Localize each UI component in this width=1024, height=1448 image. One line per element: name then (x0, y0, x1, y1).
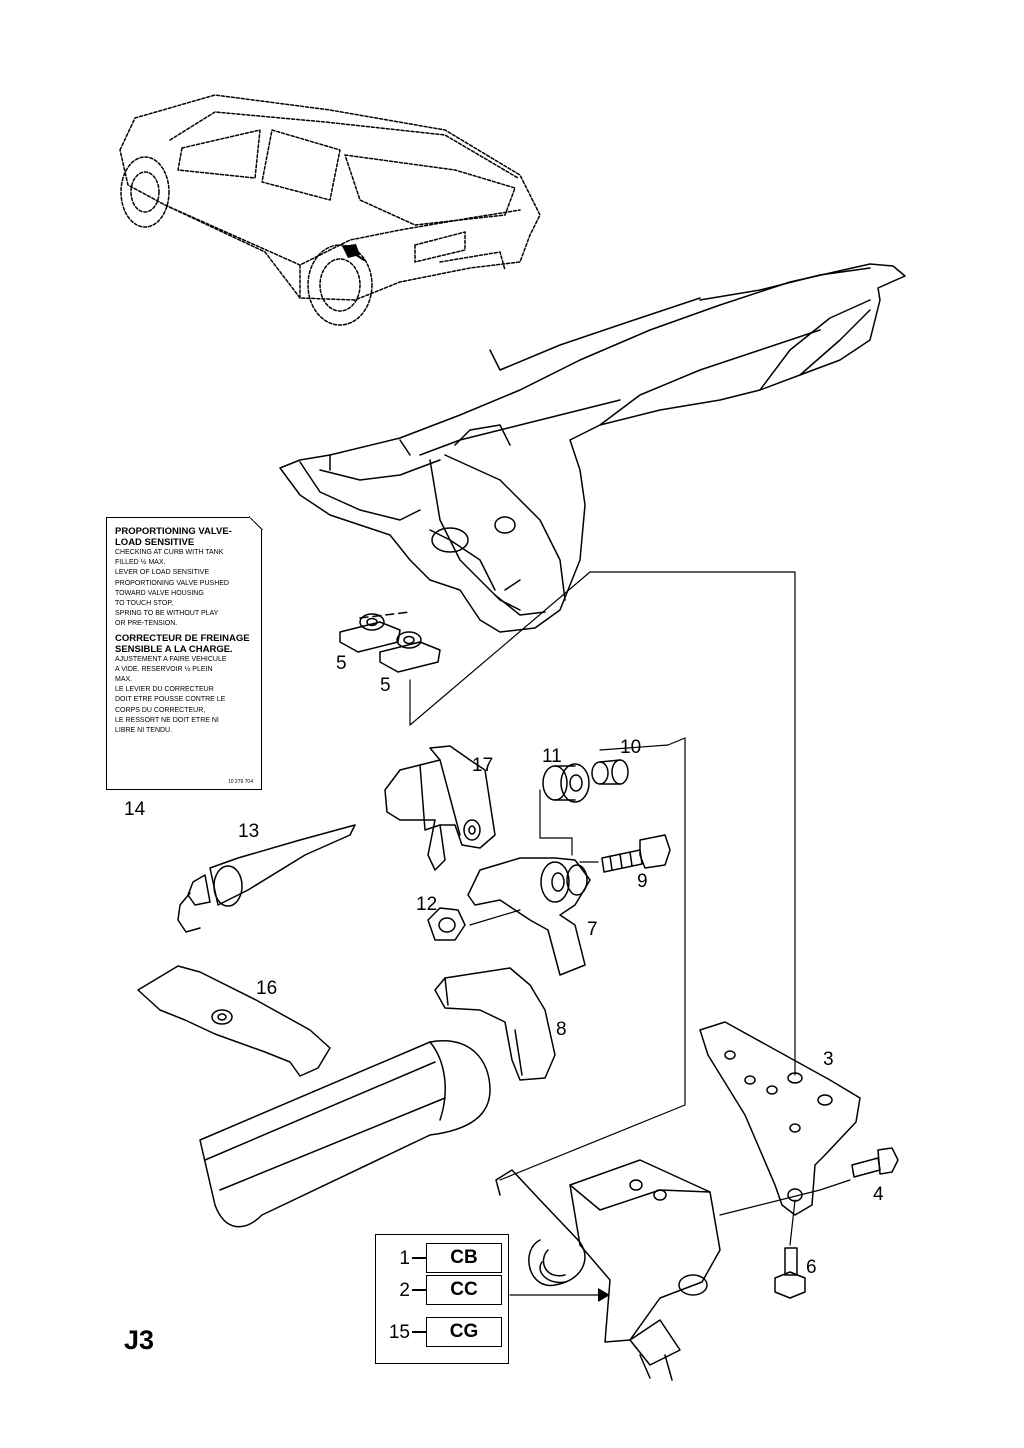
code-row-number: 1 (399, 1248, 410, 1269)
callout-8: 8 (556, 1019, 567, 1040)
plate-16 (137, 965, 331, 1077)
label-code: 10 279 704 (227, 779, 253, 785)
code-row-dash (412, 1289, 426, 1291)
grease-tube-13 (177, 824, 356, 933)
callout-5b: 5 (380, 675, 391, 696)
clamp-8 (434, 967, 556, 1081)
floor-pan-illustration (279, 263, 906, 633)
code-row: 1 CB (376, 1243, 508, 1273)
label-heading-fr: CORRECTEUR DE FREINAGE SENSIBLE A LA CHA… (115, 632, 250, 655)
callout-17: 17 (472, 755, 494, 776)
code-row-number: 2 (399, 1280, 410, 1301)
lever-7 (467, 857, 591, 976)
callout-3: 3 (823, 1049, 834, 1070)
callout-5a: 5 (336, 653, 347, 674)
callout-13: 13 (238, 821, 260, 842)
proportioning-valve-label: PROPORTIONING VALVE- LOAD SENSITIVE CHEC… (106, 516, 263, 790)
code-table: 1 CB 2 CC 15 CG (375, 1234, 509, 1364)
page-corner-fold-icon (249, 516, 263, 530)
mounting-bracket-3 (699, 1021, 861, 1216)
code-box: CC (426, 1275, 502, 1305)
clip-nut-5a (339, 613, 401, 653)
label-heading-en: PROPORTIONING VALVE- LOAD SENSITIVE (115, 526, 232, 548)
page-id: J3 (124, 1325, 155, 1355)
bolt-4 (851, 1147, 899, 1178)
code-row-dash (412, 1331, 426, 1333)
code-row-dash (412, 1257, 426, 1259)
bolt-9 (601, 834, 671, 873)
assembly-lines (409, 571, 851, 1296)
callout-9: 9 (637, 871, 648, 892)
callout-16: 16 (256, 978, 278, 999)
code-row-number: 15 (388, 1322, 410, 1343)
callout-7: 7 (587, 919, 598, 940)
proportioning-valve (495, 1159, 721, 1381)
bracket-17 (384, 745, 496, 871)
bushing-11 (542, 763, 590, 803)
axle-tube (199, 1040, 491, 1228)
code-row: 15 CG (376, 1317, 508, 1347)
sleeve-10 (591, 759, 629, 785)
code-row: 2 CC (376, 1275, 508, 1305)
vehicle-illustration (119, 94, 541, 326)
callout-4: 4 (873, 1184, 884, 1205)
callout-6: 6 (806, 1257, 817, 1278)
clip-nut-5b (379, 631, 441, 673)
callout-12: 12 (416, 894, 438, 915)
bolt-6 (774, 1247, 806, 1299)
nut-12 (427, 907, 466, 941)
label-text-fr: AJUSTEMENT A FAIRE VEHICULE A VIDE. RESE… (115, 655, 227, 735)
callout-10: 10 (620, 737, 642, 758)
label-text-en: CHECKING AT CURB WITH TANK FILLED ½ MAX.… (115, 549, 229, 628)
code-box: CB (426, 1243, 502, 1273)
callout-14: 14 (124, 799, 146, 820)
code-box: CG (426, 1317, 502, 1347)
callout-11: 11 (542, 746, 562, 767)
